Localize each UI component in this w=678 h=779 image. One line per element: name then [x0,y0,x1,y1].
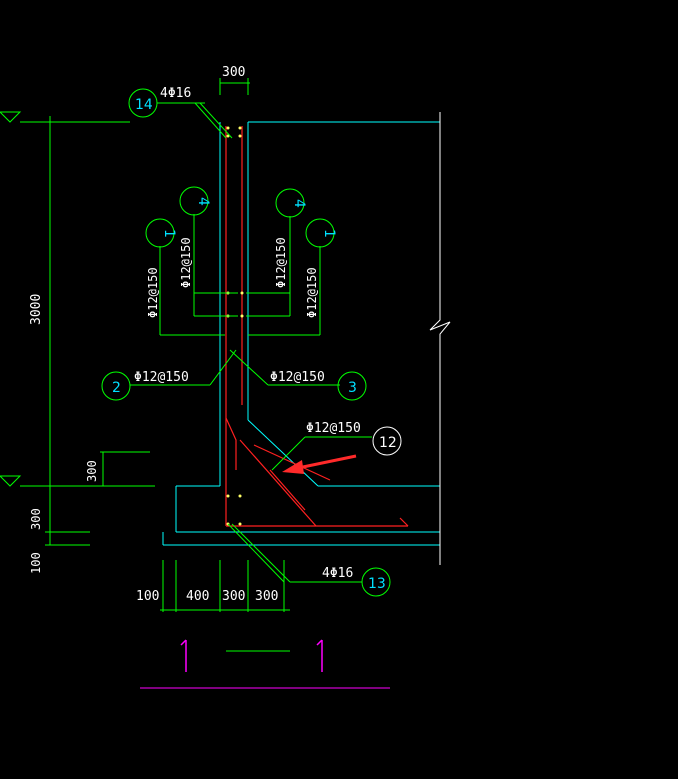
rebar-label-4-left: Φ12@150 [179,237,193,288]
dim-blinding: 100 [29,552,43,574]
dim-haunch-height: 300 [85,460,99,482]
tag-2: 2 [112,380,121,396]
tag-14: 14 [135,97,153,113]
rebar-label-12: Φ12@150 [306,421,361,436]
tag-3: 3 [348,380,357,396]
rebar-label-1-right: Φ12@150 [305,267,319,318]
rebar-label-2: Φ12@150 [134,370,189,385]
callout-arrow [282,454,357,474]
dim-bottom-300b: 300 [255,589,278,604]
tag-4-left: 4 [195,197,211,206]
dim-slab-thickness: 300 [29,508,43,530]
dim-bottom-300a: 300 [222,589,245,604]
rebar-label-1-left: Φ12@150 [146,267,160,318]
rebar-label-4-right: Φ12@150 [274,237,288,288]
dim-bottom-100: 100 [136,589,159,604]
dimension-lines [0,78,372,612]
break-line [429,112,451,565]
tag-12: 12 [379,435,397,451]
concrete-outline [162,121,440,546]
rebar-label-3: Φ12@150 [270,370,325,385]
rebar-label-top: 4Φ16 [160,86,191,101]
dim-height-main: 3000 [29,294,44,325]
dim-bottom-400: 400 [186,589,209,604]
tag-13: 13 [368,576,386,592]
rebar-lines [225,126,409,527]
dim-wall-thickness: 300 [222,65,245,80]
tag-4-right: 4 [291,199,307,208]
section-title [140,639,390,689]
tag-12-circle [372,426,402,456]
tag-1-left: 1 [161,229,177,238]
rebar-label-bottom: 4Φ16 [322,566,353,581]
tag-1-right: 1 [321,229,337,238]
tag-circles [101,88,391,597]
